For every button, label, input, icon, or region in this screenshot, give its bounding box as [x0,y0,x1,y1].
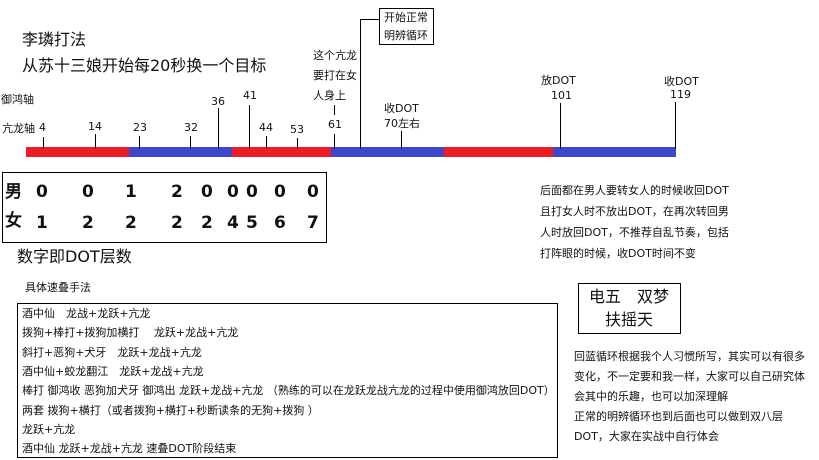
male-label: 男 [5,182,22,202]
method-line: 酒中仙+蛟龙翻江 龙跃+龙战+亢龙 [22,364,204,378]
right-note-line: 打阵眼的时候，收DOT时间不变 [540,247,696,260]
segment-blue [553,147,676,157]
segment-red [26,147,129,157]
tick-label: 44 [259,121,273,134]
tick [190,136,191,149]
subtitle: 从苏十三娘开始每20秒换一个目标 [22,56,267,75]
dot-101-label: 放DOT [541,74,576,87]
footer-note-line: 会其中的乐趣，也可以加深理解 [574,390,728,403]
female-stack-value: 2 [201,213,213,233]
tick [297,138,298,149]
tick [334,105,335,115]
method-line: 龙跃+亢龙 [22,422,76,436]
segment-blue [129,147,232,157]
tick [401,131,402,149]
tick [560,103,561,149]
author-box: 电五 双梦 扶摇天 [578,283,681,334]
method-line: 棒打 御鸿收 恶狗加犬牙 御鸿出 龙跃+龙战+亢龙 （熟练的可以在龙跃龙战亢龙的… [22,384,555,398]
tick [334,134,335,149]
yuhong-axis-label: 御鸿轴 [1,93,34,106]
method-box: 酒中仙 龙战+龙跃+亢龙拨狗+棒打+拨狗加横打 龙跃+龙战+亢龙斜打+恶狗+犬牙… [17,303,558,458]
note-61-line: 要打在女 [313,69,357,82]
male-stack-value: 0 [274,182,286,202]
footer-note-line: 正常的明辨循环也到后面也可以做到双八层 [574,410,783,423]
male-stack-value: 2 [171,182,183,202]
tick [249,105,250,149]
tick-label: 41 [243,89,257,102]
dot-101-value: 101 [551,89,572,102]
tick [266,136,267,149]
male-stack-value: 0 [246,182,258,202]
dot-119-value: 119 [670,88,691,101]
method-line: 酒中仙 龙战+龙跃+亢龙 [22,307,151,320]
tick [139,136,140,149]
method-title: 具体速叠手法 [25,281,91,294]
segment-red [444,147,553,157]
author-line: 电五 双梦 [589,287,670,306]
male-stack-value: 0 [82,182,94,202]
cycle-connector-line [360,19,361,149]
male-stack-value: 0 [201,182,213,202]
footer-note-line: DOT，大家在实战中自行体会 [574,430,719,443]
method-line: 酒中仙 龙跃+龙战+亢龙 速叠DOT阶段结束 [22,442,237,456]
footer-note-line: 变化，不一定要和我一样，大家可以自己研究体 [574,370,805,383]
female-stack-value: 1 [36,213,48,233]
tick-label: 4 [39,121,46,134]
right-note-line: 人时放回DOT，不推荐自乱节奏，包括 [540,226,729,239]
segment-red [232,147,331,157]
female-stack-value: 2 [171,213,183,233]
female-stack-value: 2 [82,213,94,233]
tick-label: 32 [184,121,198,134]
author-line: 扶摇天 [605,310,654,329]
male-stack-value: 0 [227,182,239,202]
tick [43,137,44,149]
cycle-box-line: 明辨循环 [384,29,428,42]
tick-label: 61 [328,118,342,131]
stack-caption: 数字即DOT层数 [17,247,132,266]
tick [95,134,96,149]
tick [675,102,676,149]
tick-label: 36 [211,95,225,108]
tick-label: 53 [290,123,304,136]
method-line: 拨狗+棒打+拨狗加横打 龙跃+龙战+亢龙 [22,326,239,340]
footer-note-line: 回蓝循环根据我个人习惯所写，其实可以有很多 [574,350,805,363]
method-line: 斜打+恶狗+犬牙 龙跃+龙战+亢龙 [22,345,202,359]
dot-70-value: 70左右 [384,117,420,130]
note-61-line: 人身上 [313,89,346,102]
kanglong-axis-label: 亢龙轴 [2,122,35,135]
tick [218,108,219,149]
female-stack-value: 4 [227,213,239,233]
male-stack-value: 0 [36,182,48,202]
cycle-box-line: 开始正常 [384,11,428,24]
female-stack-value: 5 [246,213,258,233]
male-stack-value: 0 [307,182,319,202]
dot-119-label: 收DOT [664,75,699,88]
female-label: 女 [5,211,22,231]
right-note-line: 后面都在男人要转女人的时候收回DOT [540,184,729,197]
cycle-connector-line [360,19,379,20]
stack-table [2,172,327,243]
dot-70-label: 收DOT [384,102,419,115]
female-stack-value: 6 [274,213,286,233]
segment-blue [331,147,444,157]
female-stack-value: 7 [307,213,319,233]
method-line: 两套 拨狗+横打（或者拨狗+横打+秒断读条的无狗+拨狗 ） [22,403,319,417]
cycle-box: 开始正常 明辨循环 [379,8,434,45]
title: 李璘打法 [22,30,87,49]
female-stack-value: 2 [125,213,137,233]
male-stack-value: 1 [125,182,137,202]
tick-label: 23 [133,121,147,134]
tick-label: 14 [88,120,102,133]
right-note-line: 且打女人时不放出DOT，在再次转回男 [540,205,729,218]
note-61-line: 这个亢龙 [313,49,357,62]
